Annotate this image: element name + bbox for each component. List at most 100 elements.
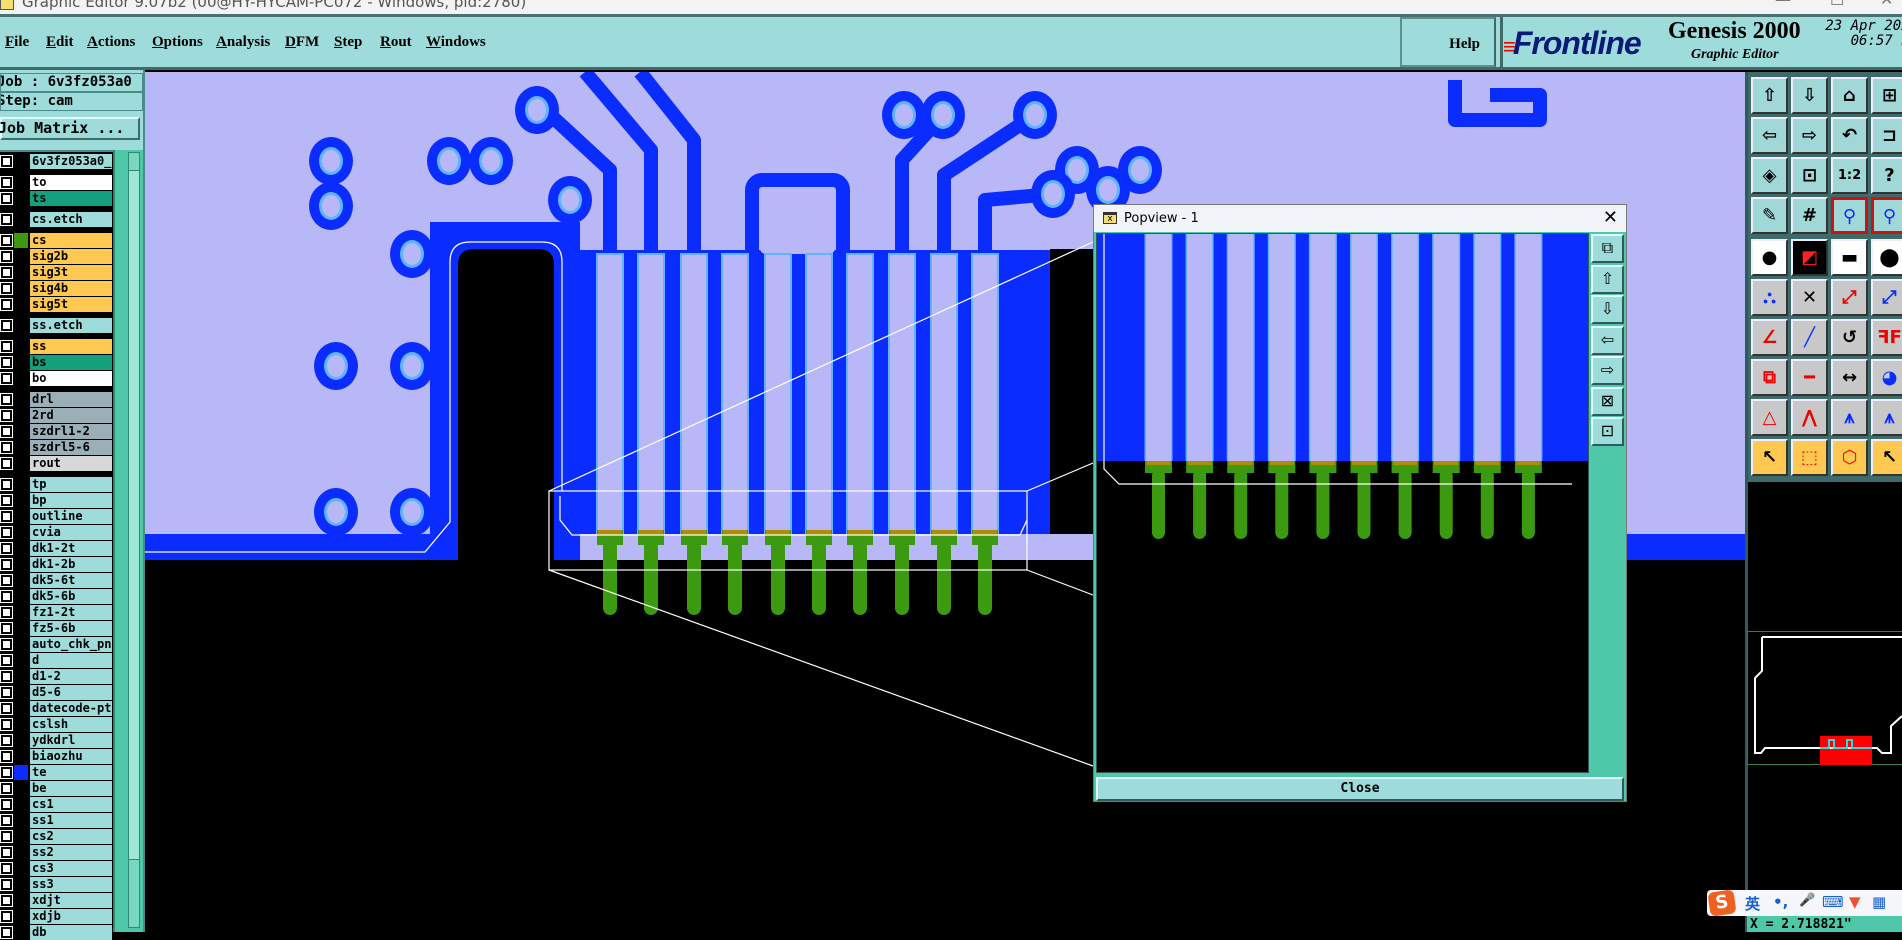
apps-grid-icon[interactable]: ▦ xyxy=(1872,893,1886,911)
move-filled-pad-icon[interactable]: ⤢ xyxy=(1871,279,1902,316)
layer-name[interactable]: bo xyxy=(30,371,112,386)
layer-name[interactable]: ydkdrl xyxy=(30,733,112,748)
layer-row-ss.etch[interactable]: ss.etch xyxy=(0,318,113,333)
layer-checkbox[interactable] xyxy=(1,283,12,294)
layer-checkbox[interactable] xyxy=(1,479,12,490)
netlist-icon[interactable]: ⚲ xyxy=(1831,197,1868,234)
layer-row-fz5-6b[interactable]: fz5-6b xyxy=(0,621,113,636)
layer-color-swatch[interactable] xyxy=(14,297,28,312)
layer-color-swatch[interactable] xyxy=(14,589,28,604)
layer-color-swatch[interactable] xyxy=(14,701,28,716)
layer-color-swatch[interactable] xyxy=(14,925,28,940)
layer-row-biaozhu[interactable]: biaozhu xyxy=(0,749,113,764)
layer-color-swatch[interactable] xyxy=(14,392,28,407)
netlist-compare-icon[interactable]: ⚲ xyxy=(1871,197,1902,234)
close-window-button[interactable]: ✕ xyxy=(1880,0,1893,9)
layer-color-swatch[interactable] xyxy=(14,669,28,684)
layer-row-d5-6[interactable]: d5-6 xyxy=(0,685,113,700)
layer-row-d1-2[interactable]: d1-2 xyxy=(0,669,113,684)
pan-up-icon[interactable]: ⇧ xyxy=(1591,265,1624,294)
layer-scrollbar[interactable] xyxy=(113,150,143,932)
help-query-icon[interactable]: ? xyxy=(1871,157,1902,194)
layer-row-auto_chk_pnl[interactable]: auto_chk_pnl xyxy=(0,637,113,652)
ime-toolbar[interactable]: S 英 •, 🎤 ⌨ ▼ ▦ xyxy=(1707,890,1902,916)
layer-name[interactable]: outline xyxy=(30,509,112,524)
layer-checkbox[interactable] xyxy=(1,831,12,842)
ruler-icon[interactable]: ▬ xyxy=(1831,239,1868,276)
tools-palette-icon[interactable]: ✎ xyxy=(1751,197,1788,234)
layer-row-xdjt[interactable]: xdjt xyxy=(0,893,113,908)
layer-name[interactable]: rout xyxy=(30,456,112,471)
layer-checkbox[interactable] xyxy=(1,341,12,352)
layer-checkbox[interactable] xyxy=(1,927,12,938)
zoom-fit-icon[interactable]: ◈ xyxy=(1751,157,1788,194)
menu-rout[interactable]: Rout xyxy=(380,34,412,51)
layer-row-sig5t[interactable]: sig5t xyxy=(0,297,113,312)
layer-checkbox[interactable] xyxy=(1,879,12,890)
layer-checkbox[interactable] xyxy=(1,719,12,730)
layer-color-swatch[interactable] xyxy=(14,493,28,508)
layer-name[interactable]: sig5t xyxy=(30,297,112,312)
layer-color-swatch[interactable] xyxy=(14,541,28,556)
layer-color-swatch[interactable] xyxy=(14,605,28,620)
layer-name[interactable]: dk1-2b xyxy=(30,557,112,572)
layer-row-te[interactable]: te xyxy=(0,765,113,780)
pad-dashed-icon[interactable]: ⬤ xyxy=(1871,239,1902,276)
layer-checkbox[interactable] xyxy=(1,623,12,634)
select-pointer-icon[interactable]: ↖ xyxy=(1751,439,1788,476)
microphone-icon[interactable]: 🎤 xyxy=(1799,893,1815,908)
layer-checkbox[interactable] xyxy=(1,655,12,666)
scroll-thumb[interactable] xyxy=(128,170,140,860)
layer-color-swatch[interactable] xyxy=(14,877,28,892)
layer-row-dk1-2b[interactable]: dk1-2b xyxy=(0,557,113,572)
layer-checkbox[interactable] xyxy=(1,863,12,874)
layer-color-swatch[interactable] xyxy=(14,653,28,668)
triangle-icon[interactable]: △ xyxy=(1751,399,1788,436)
pan-left-icon[interactable]: ⇦ xyxy=(1591,326,1624,355)
layer-row-outline[interactable]: outline xyxy=(0,509,113,524)
layer-color-swatch[interactable] xyxy=(14,339,28,354)
layer-row-bo[interactable]: bo xyxy=(0,371,113,386)
menu-options[interactable]: Options xyxy=(152,34,203,51)
shape-group-icon[interactable]: ◕ xyxy=(1871,359,1902,396)
menu-help[interactable]: Help xyxy=(1400,17,1496,67)
overview-minimap[interactable] xyxy=(1747,631,1902,766)
keyboard-icon[interactable]: ⌨ xyxy=(1822,893,1844,911)
layer-checkbox[interactable] xyxy=(1,511,12,522)
popview-canvas[interactable] xyxy=(1096,233,1589,773)
layer-checkbox[interactable] xyxy=(1,687,12,698)
menu-dfm[interactable]: DFM xyxy=(285,34,319,51)
layer-checkbox[interactable] xyxy=(1,373,12,384)
layer-checkbox[interactable] xyxy=(1,815,12,826)
layer-row-ss2[interactable]: ss2 xyxy=(0,845,113,860)
layer-name[interactable]: cs1 xyxy=(30,797,112,812)
layer-color-swatch[interactable] xyxy=(14,685,28,700)
layer-row-cs[interactable]: cs xyxy=(0,233,113,248)
layer-name[interactable]: bs xyxy=(30,355,112,370)
layer-color-swatch[interactable] xyxy=(14,424,28,439)
layer-color-swatch[interactable] xyxy=(14,318,28,333)
layer-name[interactable]: d xyxy=(30,653,112,668)
layer-color-swatch[interactable] xyxy=(14,191,28,206)
layer-row-sig4b[interactable]: sig4b xyxy=(0,281,113,296)
layer-color-swatch[interactable] xyxy=(14,371,28,386)
maximize-button[interactable]: ☐ xyxy=(1830,0,1844,9)
pan-right-icon[interactable]: ⇨ xyxy=(1591,356,1624,385)
layer-color-swatch[interactable] xyxy=(14,765,28,780)
layer-row-ydkdrl[interactable]: ydkdrl xyxy=(0,733,113,748)
layer-checkbox[interactable] xyxy=(1,267,12,278)
layer-row-sig2b[interactable]: sig2b xyxy=(0,249,113,264)
layer-row-bs[interactable]: bs xyxy=(0,355,113,370)
move-square-icon[interactable]: ⧉ xyxy=(1751,359,1788,396)
layer-color-swatch[interactable] xyxy=(14,249,28,264)
layer-name[interactable]: ss2 xyxy=(30,845,112,860)
minimize-button[interactable]: — xyxy=(1775,0,1791,9)
layer-row-xdjb[interactable]: xdjb xyxy=(0,909,113,924)
layer-color-swatch[interactable] xyxy=(14,175,28,190)
arch-icon[interactable]: ⩚ xyxy=(1831,399,1868,436)
layer-color-swatch[interactable] xyxy=(14,797,28,812)
layer-row-cs3[interactable]: cs3 xyxy=(0,861,113,876)
layer-checkbox[interactable] xyxy=(1,394,12,405)
layer-name[interactable]: fz1-2t xyxy=(30,605,112,620)
layer-checkbox[interactable] xyxy=(1,357,12,368)
